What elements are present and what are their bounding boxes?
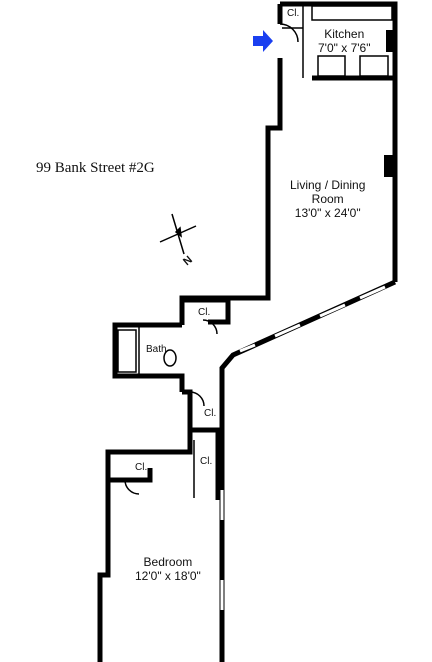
door-swing-1 <box>202 319 218 335</box>
kitchen-appliance <box>386 30 395 52</box>
bath-label: Bath <box>146 344 167 355</box>
stove <box>317 55 346 77</box>
bedroom-label: Bedroom 12'0" x 18'0" <box>135 555 201 583</box>
window <box>359 285 386 300</box>
window <box>239 343 256 353</box>
entry-arrow-icon <box>253 30 273 52</box>
bedroom-upper-wall <box>97 389 193 662</box>
chimney <box>384 155 395 177</box>
kitchen-name: Kitchen <box>324 27 365 41</box>
counter <box>311 5 393 21</box>
window <box>319 303 346 318</box>
closet-label-hall-2: Cl. <box>200 456 213 467</box>
living-dims: 13'0" x 24'0" <box>294 206 361 220</box>
tub <box>117 329 137 373</box>
living-label: Living / Dining Room 13'0" x 24'0" <box>290 178 365 220</box>
closet-label-upper: Cl. <box>198 307 211 318</box>
door-swing-4 <box>279 23 299 43</box>
bath-wall <box>112 322 185 392</box>
door-swing-2 <box>189 391 205 407</box>
living-name-2: Room <box>311 192 344 206</box>
kitchen-dims: 7'0" x 7'6" <box>318 41 371 55</box>
bedroom-closet-wall <box>108 468 153 483</box>
living-name-1: Living / Dining <box>290 178 366 192</box>
address-title: 99 Bank Street #2G <box>36 160 155 176</box>
hall-closet-wall <box>190 427 221 500</box>
bedroom-dims: 12'0" x 18'0" <box>135 569 201 583</box>
window <box>274 323 301 338</box>
sink <box>359 55 389 77</box>
toilet <box>163 349 177 367</box>
upper-closet-wall <box>182 297 231 325</box>
compass-icon <box>159 213 197 255</box>
closet-label-bedroom: Cl. <box>135 462 148 473</box>
bedroom-name: Bedroom <box>143 555 193 569</box>
door-swing-3 <box>124 479 140 495</box>
closet-label-hall-1: Cl. <box>204 408 217 419</box>
closet-label-kitchen: Cl. <box>287 8 300 19</box>
stem-left-wall <box>179 58 283 325</box>
diagonal-wall <box>219 279 397 662</box>
kitchen-label: Kitchen 7'0" x 7'6" <box>318 27 370 55</box>
